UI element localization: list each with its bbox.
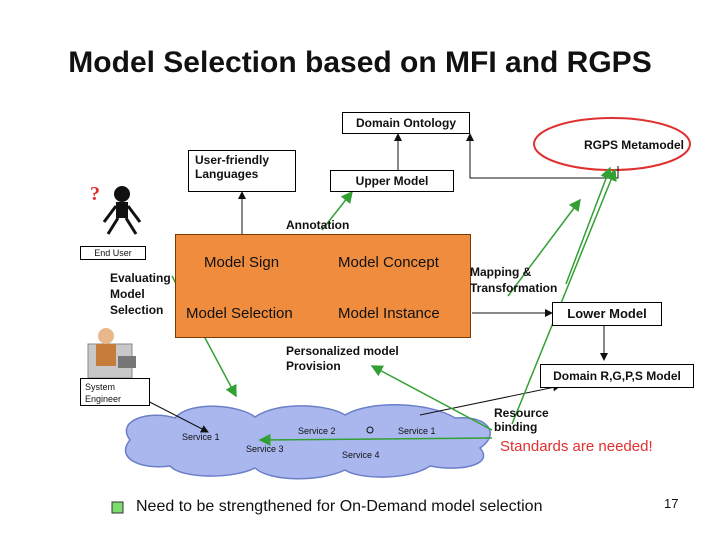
arrow-services-to-domain xyxy=(419,383,561,416)
service-2: Service 2 xyxy=(298,426,336,436)
green-arrow-standards xyxy=(370,365,493,431)
system-engineer-figure-icon xyxy=(87,328,136,379)
personalized-model-provision-label: Personalized model Provision xyxy=(286,344,399,373)
model-instance-cell: Model Instance xyxy=(338,305,440,322)
green-arrow-resource-binding xyxy=(511,168,617,425)
service-4: Service 4 xyxy=(342,450,380,460)
green-arrow-annotation-upper xyxy=(321,190,353,231)
model-framework-box xyxy=(175,234,471,338)
evaluating-model-selection-label: Evaluating Model Selection xyxy=(110,271,171,317)
green-arrow-standards-b xyxy=(258,433,493,446)
domain-ontology-box: Domain Ontology xyxy=(342,112,470,134)
services-cloud xyxy=(124,404,491,480)
model-sign-cell: Model Sign xyxy=(204,254,280,271)
service-1-right: Service 1 xyxy=(398,426,436,436)
service-3: Service 3 xyxy=(246,444,284,454)
green-arrow-to-rgps xyxy=(565,166,612,285)
rgps-metamodel-label: RGPS Metamodel xyxy=(583,138,684,152)
green-arrow-mapping xyxy=(507,198,581,297)
end-user-figure-icon xyxy=(102,186,142,235)
footer-note: Need to be strengthened for On-Demand mo… xyxy=(136,498,543,515)
resource-binding-label: Resource binding xyxy=(494,406,549,434)
user-friendly-languages-box: User-friendly Languages xyxy=(188,150,296,192)
legend-green-square xyxy=(111,501,124,514)
domain-rgps-model-box: Domain R,G,P,S Model xyxy=(540,364,694,388)
arrow-rgps-to-ontology xyxy=(466,133,619,179)
model-concept-cell: Model Concept xyxy=(338,254,439,271)
question-mark-icon: ? xyxy=(90,183,100,205)
services-dot xyxy=(366,426,374,434)
system-engineer-label: System Engineer xyxy=(80,378,150,406)
mapping-transformation-label: Mapping & Transformation xyxy=(470,265,558,295)
upper-model-box: Upper Model xyxy=(330,170,454,192)
page-title: Model Selection based on MFI and RGPS xyxy=(68,46,652,79)
end-user-label: End User xyxy=(80,246,146,260)
lower-model-box: Lower Model xyxy=(552,302,662,326)
standards-needed-label: Standards are needed! xyxy=(500,438,653,455)
model-selection-cell: Model Selection xyxy=(186,305,293,322)
page-number: 17 xyxy=(664,496,679,511)
service-1-left: Service 1 xyxy=(182,432,220,442)
annotation-label: Annotation xyxy=(286,218,350,232)
